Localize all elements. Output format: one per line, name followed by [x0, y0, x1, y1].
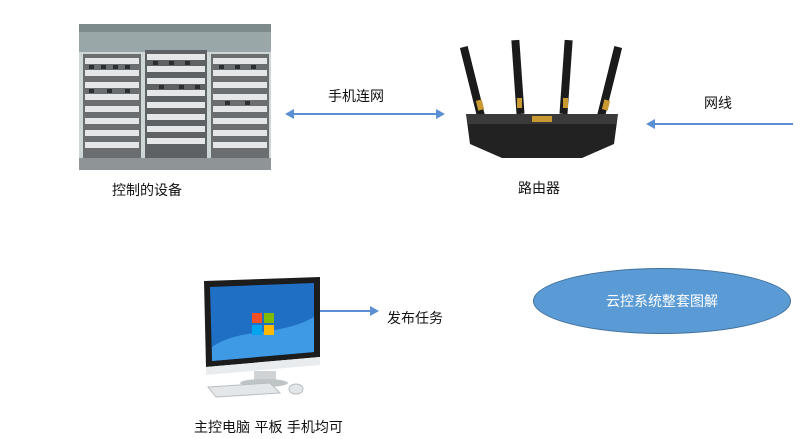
router-label: 路由器 — [518, 181, 560, 197]
phone-network-arrow — [285, 109, 445, 119]
devices-label: 控制的设备 — [112, 183, 182, 199]
cable-label: 网线 — [704, 96, 732, 112]
phone-network-label: 手机连网 — [328, 89, 384, 105]
publish-task-arrow — [320, 306, 379, 316]
summary-label: 云控系统整套图解 — [606, 294, 718, 310]
router-icon — [459, 39, 623, 158]
controllers-label: 主控电脑 平板 手机均可 — [194, 420, 343, 436]
device-rack-image — [79, 24, 271, 170]
computer-monitor-icon — [204, 277, 320, 398]
cable-arrow — [646, 119, 793, 129]
publish-task-label: 发布任务 — [387, 311, 443, 327]
summary-ellipse: 云控系统整套图解 — [533, 268, 791, 334]
